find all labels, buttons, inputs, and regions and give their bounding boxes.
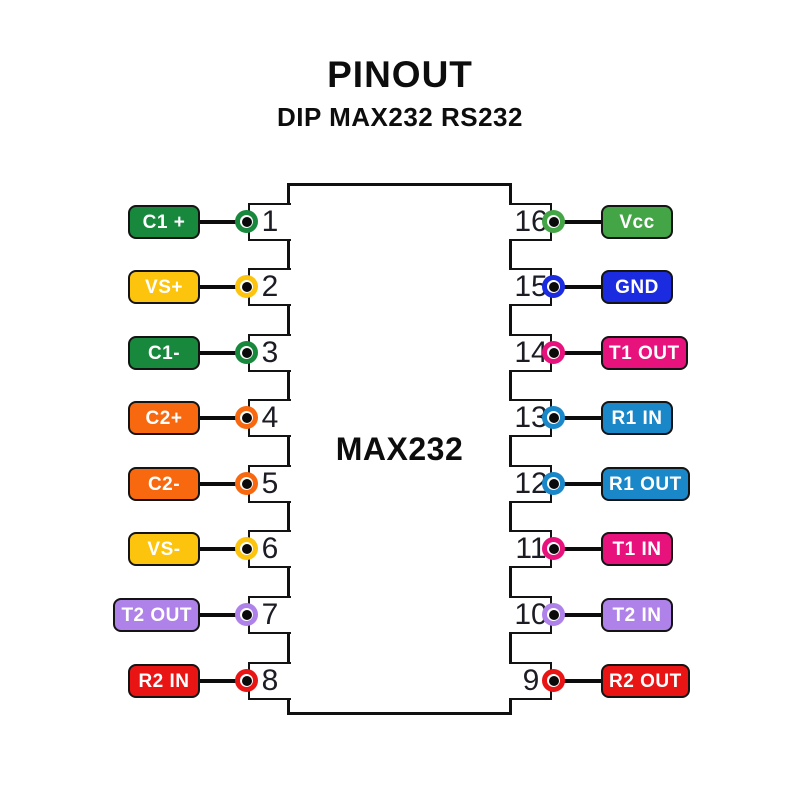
pin-dot-icon xyxy=(542,669,565,692)
pin-number: 8 xyxy=(261,664,279,697)
pin-dot-icon xyxy=(542,537,565,560)
pin-dot-icon xyxy=(235,406,258,429)
pin-number: 9 xyxy=(522,664,540,697)
pin-dot-icon xyxy=(235,603,258,626)
pin-label: R1 OUT xyxy=(601,467,690,501)
pin-row-2: 2 VS+ xyxy=(120,268,291,306)
pin-notch xyxy=(509,465,552,503)
pin-number: 2 xyxy=(261,270,279,303)
pin-label: C2- xyxy=(128,467,200,501)
pin-label: Vcc xyxy=(601,205,673,239)
chip-name: MAX232 xyxy=(335,430,464,467)
pin-number: 6 xyxy=(261,532,279,565)
pin-dot-icon xyxy=(235,669,258,692)
connector-line xyxy=(194,285,238,289)
pin-dot-icon xyxy=(235,537,258,560)
pin-dot-core-icon xyxy=(548,347,559,358)
connector-line xyxy=(563,416,605,420)
pin-row-12: 12 R1 OUT xyxy=(509,465,690,503)
connector-line xyxy=(563,679,605,683)
pin-label: C1- xyxy=(128,336,200,370)
pin-row-14: 14 T1 OUT xyxy=(509,334,688,372)
pin-row-16: 16 Vcc xyxy=(509,203,681,241)
pin-label: C1 + xyxy=(128,205,200,239)
pin-row-7: 7 T2 OUT xyxy=(113,596,291,634)
pin-dot-icon xyxy=(542,406,565,429)
pin-row-3: 3 C1- xyxy=(120,334,291,372)
connector-line xyxy=(563,285,605,289)
connector-line xyxy=(563,547,605,551)
pin-dot-core-icon xyxy=(548,675,559,686)
pin-row-15: 15 GND xyxy=(509,268,681,306)
pin-dot-core-icon xyxy=(241,609,252,620)
pin-dot-icon xyxy=(542,341,565,364)
pin-dot-core-icon xyxy=(241,281,252,292)
pin-number: 5 xyxy=(261,467,279,500)
pin-row-11: 11 T1 IN xyxy=(509,530,681,568)
connector-line xyxy=(563,351,605,355)
page-title: PINOUT xyxy=(327,54,473,95)
pin-label: R2 OUT xyxy=(601,664,690,698)
pin-row-4: 4 C2+ xyxy=(120,399,291,437)
pin-dot-icon xyxy=(542,275,565,298)
pin-row-10: 10 T2 IN xyxy=(509,596,681,634)
pin-row-13: 13 R1 IN xyxy=(509,399,681,437)
pin-dot-icon xyxy=(542,603,565,626)
pin-dot-core-icon xyxy=(548,543,559,554)
pin-dot-core-icon xyxy=(548,412,559,423)
pin-dot-core-icon xyxy=(548,216,559,227)
page-subtitle: DIP MAX232 RS232 xyxy=(277,102,523,132)
pin-label: T1 OUT xyxy=(601,336,688,370)
pin-dot-core-icon xyxy=(241,347,252,358)
pin-label: R1 IN xyxy=(601,401,673,435)
connector-line xyxy=(194,416,238,420)
pin-label: T2 OUT xyxy=(113,598,200,632)
pin-row-5: 5 C2- xyxy=(120,465,291,503)
chip-body: MAX232 xyxy=(287,183,512,715)
pin-dot-core-icon xyxy=(548,281,559,292)
connector-line xyxy=(194,613,238,617)
connector-line xyxy=(194,220,238,224)
pin-dot-icon xyxy=(235,275,258,298)
pin-number: 7 xyxy=(261,598,279,631)
pin-dot-core-icon xyxy=(548,609,559,620)
pin-number: 1 xyxy=(261,205,279,238)
pin-number: 3 xyxy=(261,336,279,369)
pin-dot-core-icon xyxy=(241,216,252,227)
pin-dot-core-icon xyxy=(241,478,252,489)
pin-dot-core-icon xyxy=(548,478,559,489)
pin-dot-icon xyxy=(542,210,565,233)
pin-row-8: 8 R2 IN xyxy=(120,662,291,700)
connector-line xyxy=(194,482,238,486)
connector-line xyxy=(194,679,238,683)
connector-line xyxy=(194,547,238,551)
pin-notch xyxy=(509,268,552,306)
pin-label: VS+ xyxy=(128,270,200,304)
pin-dot-icon xyxy=(235,341,258,364)
pin-dot-icon xyxy=(542,472,565,495)
connector-line xyxy=(563,482,605,486)
connector-line xyxy=(563,613,605,617)
pin-row-1: 1 C1 + xyxy=(120,203,291,241)
pin-number: 11 xyxy=(515,532,547,565)
pin-row-9: 9 R2 OUT xyxy=(509,662,690,700)
pin-row-6: 6 VS- xyxy=(120,530,291,568)
pin-label: T1 IN xyxy=(601,532,673,566)
pin-number: 4 xyxy=(261,401,279,434)
pin-label: R2 IN xyxy=(128,664,200,698)
connector-line xyxy=(194,351,238,355)
pin-dot-core-icon xyxy=(241,412,252,423)
pin-dot-icon xyxy=(235,472,258,495)
pin-label: VS- xyxy=(128,532,200,566)
pin-dot-icon xyxy=(235,210,258,233)
connector-line xyxy=(563,220,605,224)
pin-dot-core-icon xyxy=(241,675,252,686)
pin-label: C2+ xyxy=(128,401,200,435)
pin-dot-core-icon xyxy=(241,543,252,554)
pin-label: GND xyxy=(601,270,673,304)
pin-label: T2 IN xyxy=(601,598,673,632)
